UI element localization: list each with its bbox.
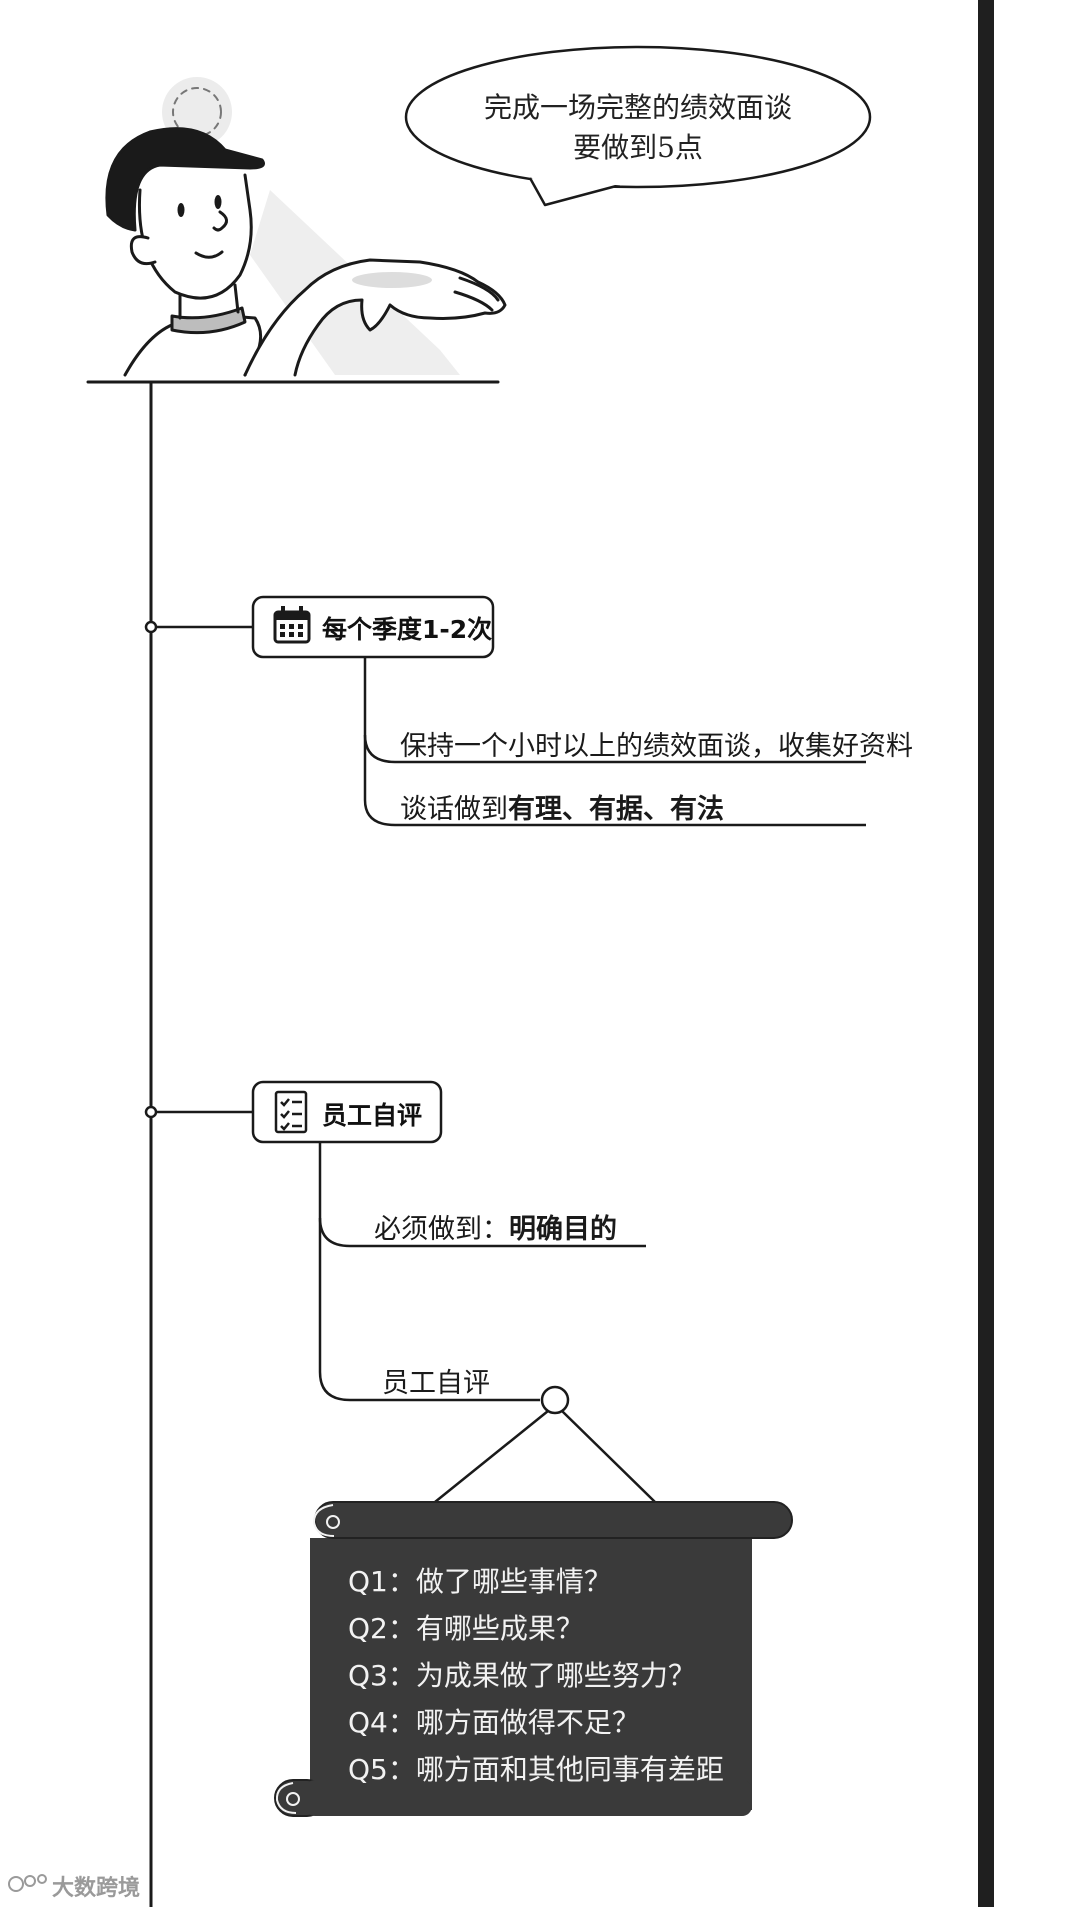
- question-2: Q2：有哪些成果？: [348, 1607, 584, 1647]
- node1-branch-1: 保持一个小时以上的绩效面谈，收集好资料: [400, 724, 913, 763]
- node1-branch-2-prefix: 谈话做到: [400, 794, 508, 825]
- hanger-ring: [542, 1387, 568, 1413]
- speech-line-2: 要做到5点: [438, 128, 838, 168]
- question-3: Q3：为成果做了哪些努力？: [348, 1654, 696, 1694]
- node1-branch-2-bold: 有理、有据、有法: [508, 794, 724, 825]
- question-4: Q4：哪方面做得不足？: [348, 1701, 640, 1741]
- node1-label: 每个季度1-2次: [322, 610, 492, 646]
- node1-branch-2: 谈话做到有理、有据、有法: [400, 787, 724, 826]
- question-1: Q1：做了哪些事情？: [348, 1560, 612, 1600]
- node2-branch-1-prefix: 必须做到：: [374, 1214, 509, 1245]
- right-edge-bar: [978, 0, 994, 1907]
- node1-dot: [146, 622, 156, 632]
- question-5: Q5：哪方面和其他同事有差距: [348, 1748, 724, 1788]
- node2-branch-1-bold: 明确目的: [509, 1214, 617, 1245]
- watermark-text: 大数跨境: [52, 1870, 140, 1902]
- node2-dot: [146, 1107, 156, 1117]
- node2-branch-1: 必须做到：明确目的: [374, 1207, 617, 1246]
- watermark-logo: [9, 1875, 46, 1891]
- speech-line-1: 完成一场完整的绩效面谈: [438, 88, 838, 128]
- node2-branch-2: 员工自评: [382, 1361, 490, 1400]
- node2-label: 员工自评: [322, 1096, 422, 1132]
